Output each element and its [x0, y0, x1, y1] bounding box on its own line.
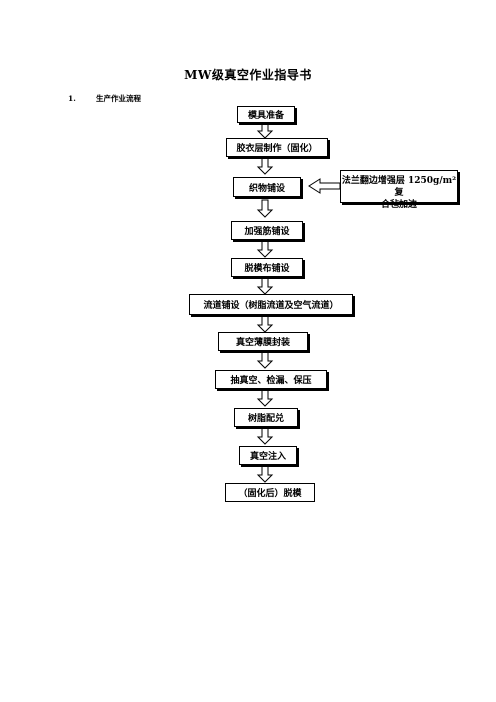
side-note-box: 法兰翻边增强层 1250g/m² 复 合毡加边 [340, 170, 458, 210]
side-note-line-2: 合毡加边 [380, 200, 417, 210]
flow-step-gelcoat: 胶衣层制作（固化） [226, 138, 328, 157]
flow-step-mold-prep: 模具准备 [237, 106, 295, 123]
flow-arrow-2 [257, 156, 273, 175]
flow-step-fabric-layup: 织物铺设 [233, 177, 301, 197]
flow-step-stiffener-layup: 加强筋铺设 [231, 221, 303, 240]
flow-step-demold: （固化后）脱模 [225, 483, 315, 502]
flow-step-peel-ply: 脱模布铺设 [231, 258, 303, 277]
side-note-line-1: 法兰翻边增强层 1250g/m² 复 [341, 176, 457, 198]
section-heading: 1. 生产作业流程 [68, 93, 141, 104]
flow-step-vacuum-leak-test: 抽真空、检漏、保压 [215, 370, 327, 389]
section-label: 生产作业流程 [96, 94, 141, 103]
document-title: MW级真空作业指导书 [184, 68, 312, 82]
flow-arrow-5 [257, 276, 273, 295]
flow-step-vacuum-bagging: 真空薄膜封装 [218, 332, 308, 351]
flow-step-resin-mixing: 树脂配兑 [234, 408, 298, 427]
flow-arrow-10 [257, 464, 273, 483]
flow-arrow-9 [257, 426, 273, 445]
flow-arrow-4 [257, 239, 273, 258]
flow-arrow-7 [257, 350, 273, 369]
flow-arrow-3 [257, 199, 273, 218]
flow-arrow-6 [257, 314, 273, 333]
flow-step-vacuum-infusion: 真空注入 [239, 446, 297, 465]
flow-step-flow-channels: 流道铺设（树脂流道及空气流道） [189, 294, 353, 315]
side-note-arrow [308, 178, 341, 194]
flow-arrow-8 [257, 388, 273, 407]
flow-arrow-1 [257, 120, 273, 139]
section-number: 1. [68, 94, 76, 103]
